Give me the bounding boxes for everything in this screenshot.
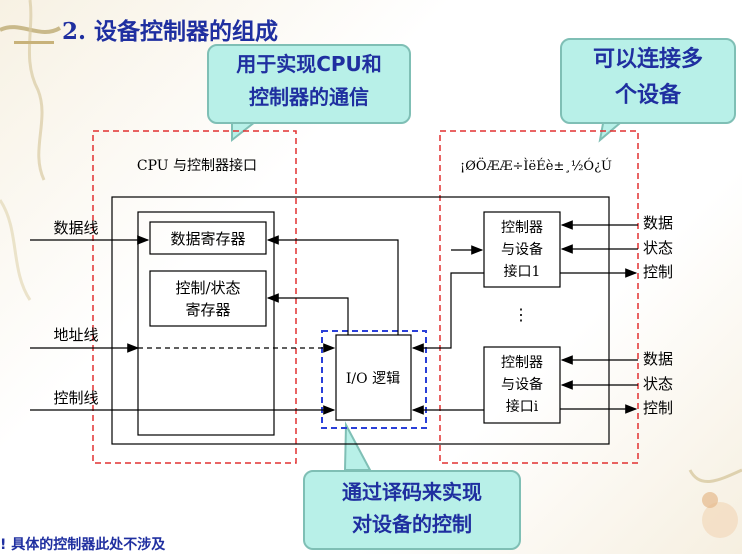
device-interface-1-line-3: 接口1 — [504, 263, 541, 280]
slide-title: 2. 设备控制器的组成 — [62, 18, 279, 45]
interface-1-to-io — [411, 272, 484, 353]
control-status-register-label-2: 寄存器 — [185, 301, 230, 319]
callout-line: 用于实现CPU和 — [236, 52, 382, 76]
device-interface-1-line-1: 控制器 — [501, 220, 543, 236]
callout-line: 控制器的通信 — [249, 85, 369, 109]
callout-line: 通过译码来实现 — [342, 480, 482, 504]
signal-control-1: 控制 — [643, 263, 673, 281]
register-block — [137, 211, 275, 436]
data-bus-label: 数据线 — [53, 219, 98, 237]
device-interface-1 — [483, 211, 561, 288]
io-to-data-register — [266, 235, 399, 335]
callout-pointer — [343, 421, 372, 471]
control-status-register-label-1: 控制/状态 — [175, 279, 240, 297]
callout-line: 可以连接多 — [592, 47, 703, 72]
control-bus-label: 控制线 — [53, 389, 98, 407]
device-interface-i — [483, 346, 561, 424]
callout-line: 个设备 — [614, 83, 681, 108]
data-register — [149, 221, 267, 255]
footnote: ! 具体的控制器此处不涉及 — [0, 537, 166, 553]
ellipsis-vertical: ⋮ — [513, 305, 529, 324]
device-interface-1-line-2: 与设备 — [501, 241, 543, 258]
cpu-interface-label: CPU 与控制器接口 — [137, 157, 257, 174]
device-interface-label: ¡ØÖÆÆ÷ÌëÉè±¸½Ó¿Ú — [460, 157, 612, 174]
callout-multiple-devices: 可以连接多 个设备 — [560, 38, 736, 124]
callout-line: 对设备的控制 — [352, 512, 472, 536]
io-logic-box — [335, 334, 412, 421]
io-logic-label: I/O 逻辑 — [346, 371, 400, 387]
signal-status-i: 状态 — [643, 375, 673, 393]
signal-control-i: 控制 — [643, 399, 673, 417]
callout-decode-control: 通过译码来实现 对设备的控制 — [303, 470, 521, 550]
signal-data-1: 数据 — [643, 214, 673, 232]
data-register-label: 数据寄存器 — [170, 230, 245, 248]
device-interface-region — [439, 130, 639, 464]
control-status-register — [149, 270, 267, 327]
callout-cpu-communication: 用于实现CPU和 控制器的通信 — [207, 44, 411, 124]
title-decoration — [14, 41, 54, 44]
io-logic-highlight — [321, 330, 427, 429]
cpu-interface-region — [92, 130, 297, 464]
device-interface-i-line-2: 与设备 — [501, 376, 543, 393]
device-interface-i-line-3: 接口i — [506, 398, 539, 415]
signal-data-i: 数据 — [643, 350, 673, 368]
signal-status-1: 状态 — [643, 239, 673, 257]
io-to-status-register — [266, 293, 349, 335]
device-interface-i-line-1: 控制器 — [501, 355, 543, 371]
controller-box — [111, 196, 610, 445]
address-bus-label: 地址线 — [53, 326, 98, 344]
